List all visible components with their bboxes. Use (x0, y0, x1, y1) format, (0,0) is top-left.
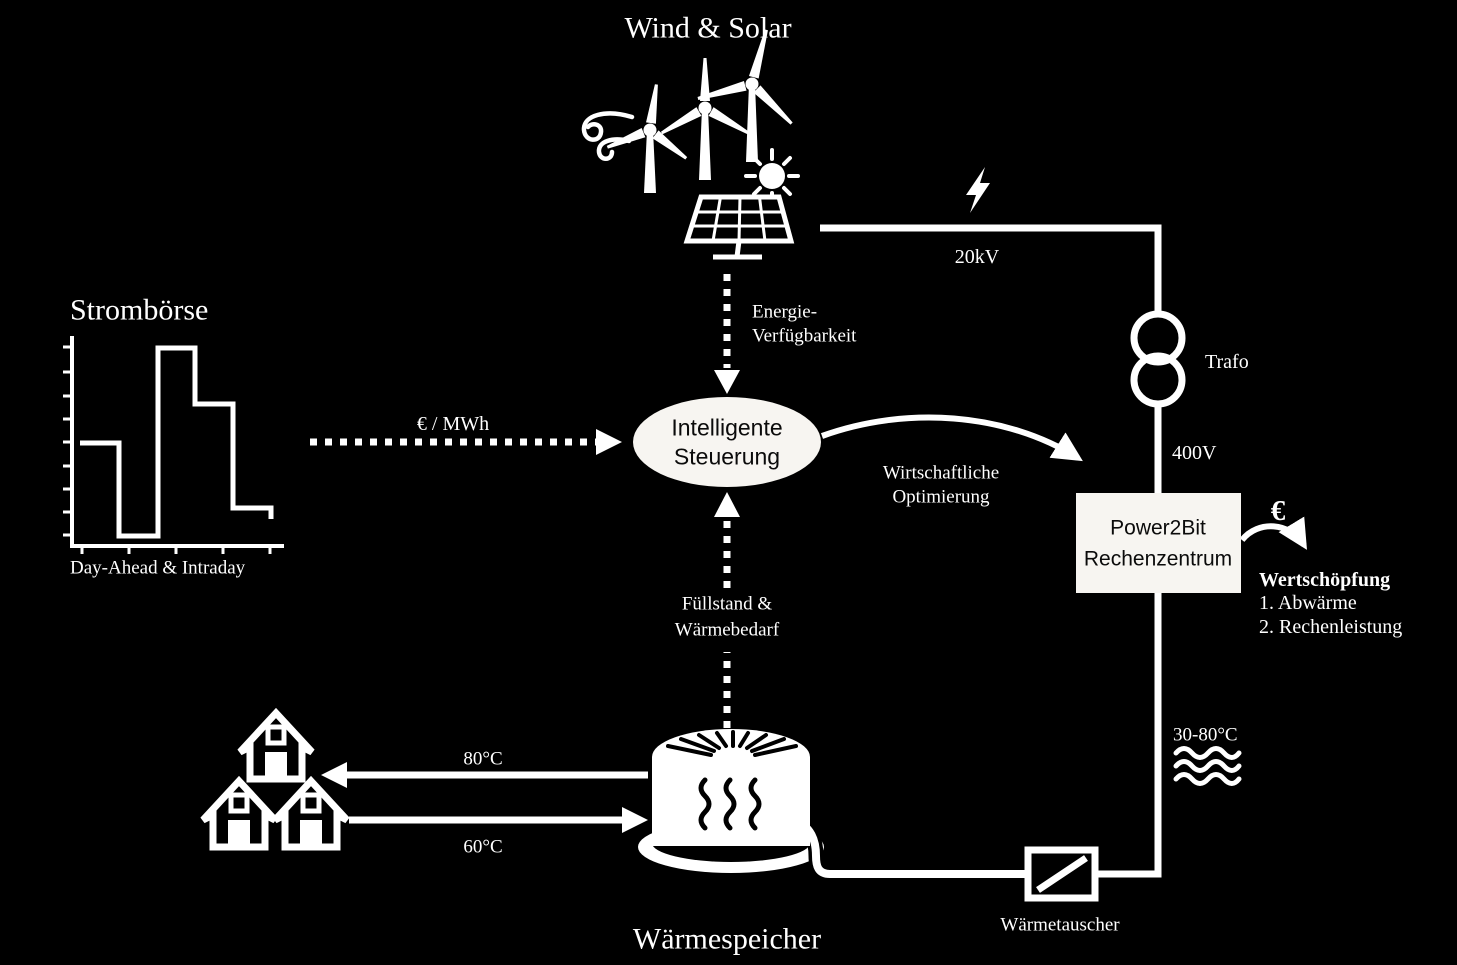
optimization-arrow (820, 414, 1083, 462)
value-creation-item-1: 1. Abwärme (1259, 592, 1357, 614)
control-node-shape (633, 397, 821, 487)
chart-y-ticks (63, 345, 72, 537)
wind-solar-title: Wind & Solar (624, 11, 792, 45)
datacenter-node-shape (1076, 493, 1241, 593)
value-creation-title: Wertschöpfung (1259, 569, 1391, 591)
stromboerse-title: Strombörse (70, 293, 209, 327)
wind-turbines-icon (606, 29, 793, 193)
heat-line-storage-to-exchanger (790, 816, 1028, 878)
tank-vents (666, 730, 798, 757)
chart-x-ticks (80, 546, 272, 554)
lightning-icon (966, 167, 990, 213)
heat-waves-icon (1173, 746, 1242, 786)
solar-panel-icon (683, 194, 795, 260)
temp-range-label: 30-80°C (1173, 724, 1238, 746)
voltage-20kv-label: 20kV (954, 246, 1000, 268)
control-node-label-line1: Intelligente (671, 414, 783, 441)
value-creation-item-2: 2. Rechenleistung (1259, 616, 1403, 638)
euro-icon: € (1270, 495, 1286, 528)
house-icon (237, 707, 315, 783)
power-line-20kv (820, 224, 1162, 315)
fill-level-label-line2: Wärmebedarf (674, 619, 780, 641)
heat-exchanger-label: Wärmetauscher (1000, 914, 1120, 936)
price-signal-arrow (310, 429, 622, 455)
fill-level-label-line1: Füllstand & (681, 593, 773, 615)
supply-80c-arrow (321, 762, 648, 788)
trafo-label: Trafo (1205, 351, 1249, 373)
sun-icon (744, 148, 800, 204)
control-node-label-line2: Steuerung (673, 443, 781, 470)
heat-storage-icon (638, 729, 860, 882)
optimization-label-line1: Wirtschaftliche (882, 462, 1000, 484)
heat-exchanger-icon (1024, 846, 1099, 902)
heat-storage-title: Wärmespeicher (632, 922, 822, 956)
heat-line-datacenter-to-exchanger (1095, 593, 1162, 878)
datacenter-node-label-line2: Rechenzentrum (1083, 547, 1233, 571)
trafo-icon (1130, 310, 1186, 408)
house-icon (200, 775, 278, 851)
energy-availability-arrow (714, 274, 740, 394)
return-60c-arrow (349, 807, 648, 833)
houses-icon (200, 707, 350, 851)
return-temp-label: 60°C (463, 836, 503, 858)
voltage-400v-label: 400V (1172, 442, 1217, 464)
optimization-label-line2: Optimierung (892, 486, 990, 508)
price-step-line (80, 345, 274, 539)
revenue-arrow (1239, 516, 1308, 550)
price-signal-label: € / MWh (416, 413, 490, 435)
energy-availability-label-line1: Energie- (752, 301, 818, 323)
datacenter-node-label-line1: Power2Bit (1110, 516, 1206, 540)
wind-icon (581, 111, 635, 161)
energy-availability-label-line2: Verfügbarkeit (752, 325, 857, 347)
tank-heat-squiggles (698, 777, 762, 831)
supply-temp-label: 80°C (463, 748, 503, 770)
house-icon (272, 775, 350, 851)
chart-x-axis-label: Day-Ahead & Intraday (70, 557, 246, 579)
fill-level-arrow (714, 492, 740, 728)
stromboerse-chart (63, 336, 284, 554)
